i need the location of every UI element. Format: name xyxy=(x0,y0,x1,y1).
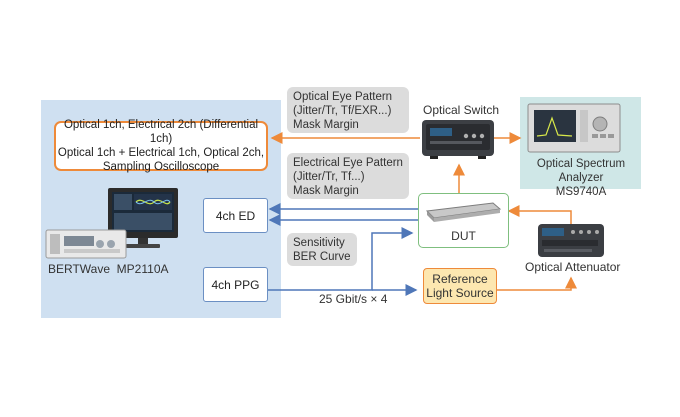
optical-switch-label: Optical Switch xyxy=(423,103,500,117)
ppg-to-dut-line xyxy=(266,227,414,291)
osa-label: Optical Spectrum Analyzer MS9740A xyxy=(536,158,626,198)
ed-box: 4ch ED xyxy=(203,198,268,233)
dut-label: DUT xyxy=(451,229,476,243)
attenuator-to-dut-line xyxy=(507,205,572,224)
signal-rate-label: 25 Gbit/s × 4 xyxy=(319,292,388,306)
bertwave-label: BERTWave MP2110A xyxy=(48,262,169,276)
measurement-options-text: Optical 1ch, Electrical 2ch (Differentia… xyxy=(57,119,265,173)
transceiver-icon xyxy=(425,202,502,222)
ppg-box: 4ch PPG xyxy=(203,267,268,302)
optical-eye-callout: Optical Eye Pattern (Jitter/Tr, Tf/EXR..… xyxy=(287,87,409,133)
attenuator-label: Optical Attenuator xyxy=(525,260,621,274)
reference-light-source-box: Reference Light Source xyxy=(423,268,497,304)
electrical-eye-callout: Electrical Eye Pattern (Jitter/Tr, Tf...… xyxy=(287,153,409,199)
sensitivity-callout: Sensitivity BER Curve xyxy=(287,233,357,266)
measurement-options-box: Optical 1ch, Electrical 2ch (Differentia… xyxy=(54,119,268,173)
reference-light-source-label: Reference Light Source xyxy=(426,272,494,300)
reference-to-attenuator-line xyxy=(496,276,577,291)
